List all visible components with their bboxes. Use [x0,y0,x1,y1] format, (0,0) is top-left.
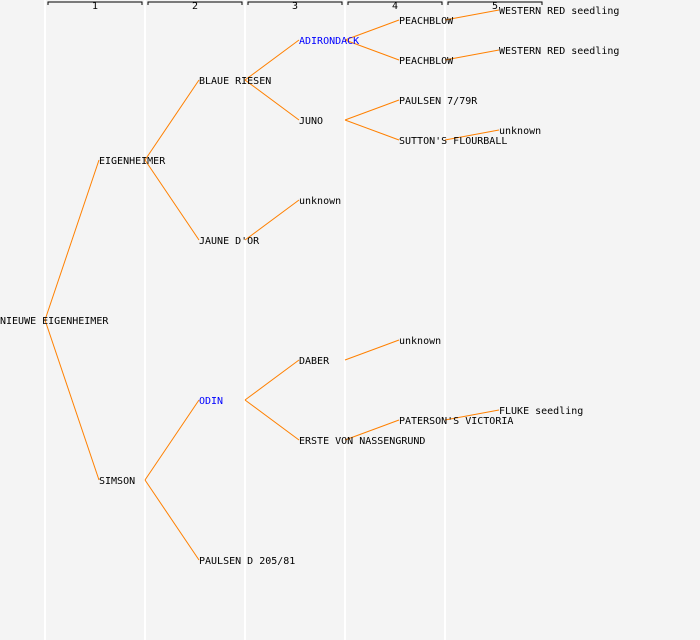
pedigree-node[interactable]: PAULSEN D 205/81 [199,556,295,567]
pedigree-node[interactable]: unknown [499,126,541,137]
parent-edge [144,399,200,481]
parent-edge [244,359,300,401]
pedigree-node[interactable]: BLAUE RIESEN [199,76,271,87]
pedigree-node[interactable]: PEACHBLOW [399,16,454,27]
generation-header: 3 [292,1,298,12]
parent-edge [244,79,300,121]
pedigree-node[interactable]: SIMSON [99,476,135,487]
parent-edge [444,129,500,141]
parent-edge [344,339,400,361]
pedigree-node[interactable]: JAUNE D'OR [199,236,260,247]
pedigree-node[interactable]: PEACHBLOW [399,56,454,67]
parent-edge [44,319,100,481]
parent-edge [444,409,500,421]
parent-edge [344,419,400,441]
parent-edge [244,199,300,241]
parent-edge [244,399,300,441]
parent-edge [444,9,500,21]
parent-edge [344,119,400,141]
parent-edge [344,39,400,61]
pedigree-node[interactable]: ERSTE VON NASSENGRUND [299,436,425,447]
pedigree-node[interactable]: FLUKE seedling [499,406,583,417]
parent-edge [444,49,500,61]
pedigree-node[interactable]: PATERSON'S VICTORIA [399,416,513,427]
generation-bracket [147,1,243,5]
generation-bracket [247,1,343,5]
generation-header: 2 [192,1,198,12]
parent-edge [144,79,200,161]
pedigree-node[interactable]: NIEUWE EIGENHEIMER [0,316,109,327]
generation-header: 5 [492,1,498,12]
generation-bracket [447,1,543,5]
pedigree-node[interactable]: EIGENHEIMER [99,156,166,167]
parent-edge [344,19,400,41]
parent-edge [344,99,400,121]
parent-edge [144,159,200,241]
generation-header: 4 [392,1,398,12]
pedigree-node[interactable]: WESTERN RED seedling [499,46,619,57]
pedigree-node[interactable]: JUNO [299,116,323,127]
generation-bracket [347,1,443,5]
pedigree-node[interactable]: WESTERN RED seedling [499,6,619,17]
generation-bracket [47,1,143,5]
pedigree-node[interactable]: unknown [299,196,341,207]
generation-header: 1 [92,1,98,12]
parent-edge [44,159,100,321]
pedigree-node[interactable]: ADIRONDACK [299,36,359,47]
parent-edge [144,479,200,561]
pedigree-node[interactable]: unknown [399,336,441,347]
pedigree-node[interactable]: DABER [299,356,330,367]
pedigree-node[interactable]: SUTTON'S FLOURBALL [399,136,507,147]
pedigree-node[interactable]: ODIN [199,396,223,407]
pedigree-node[interactable]: PAULSEN 7/79R [399,96,478,107]
parent-edge [244,39,300,81]
